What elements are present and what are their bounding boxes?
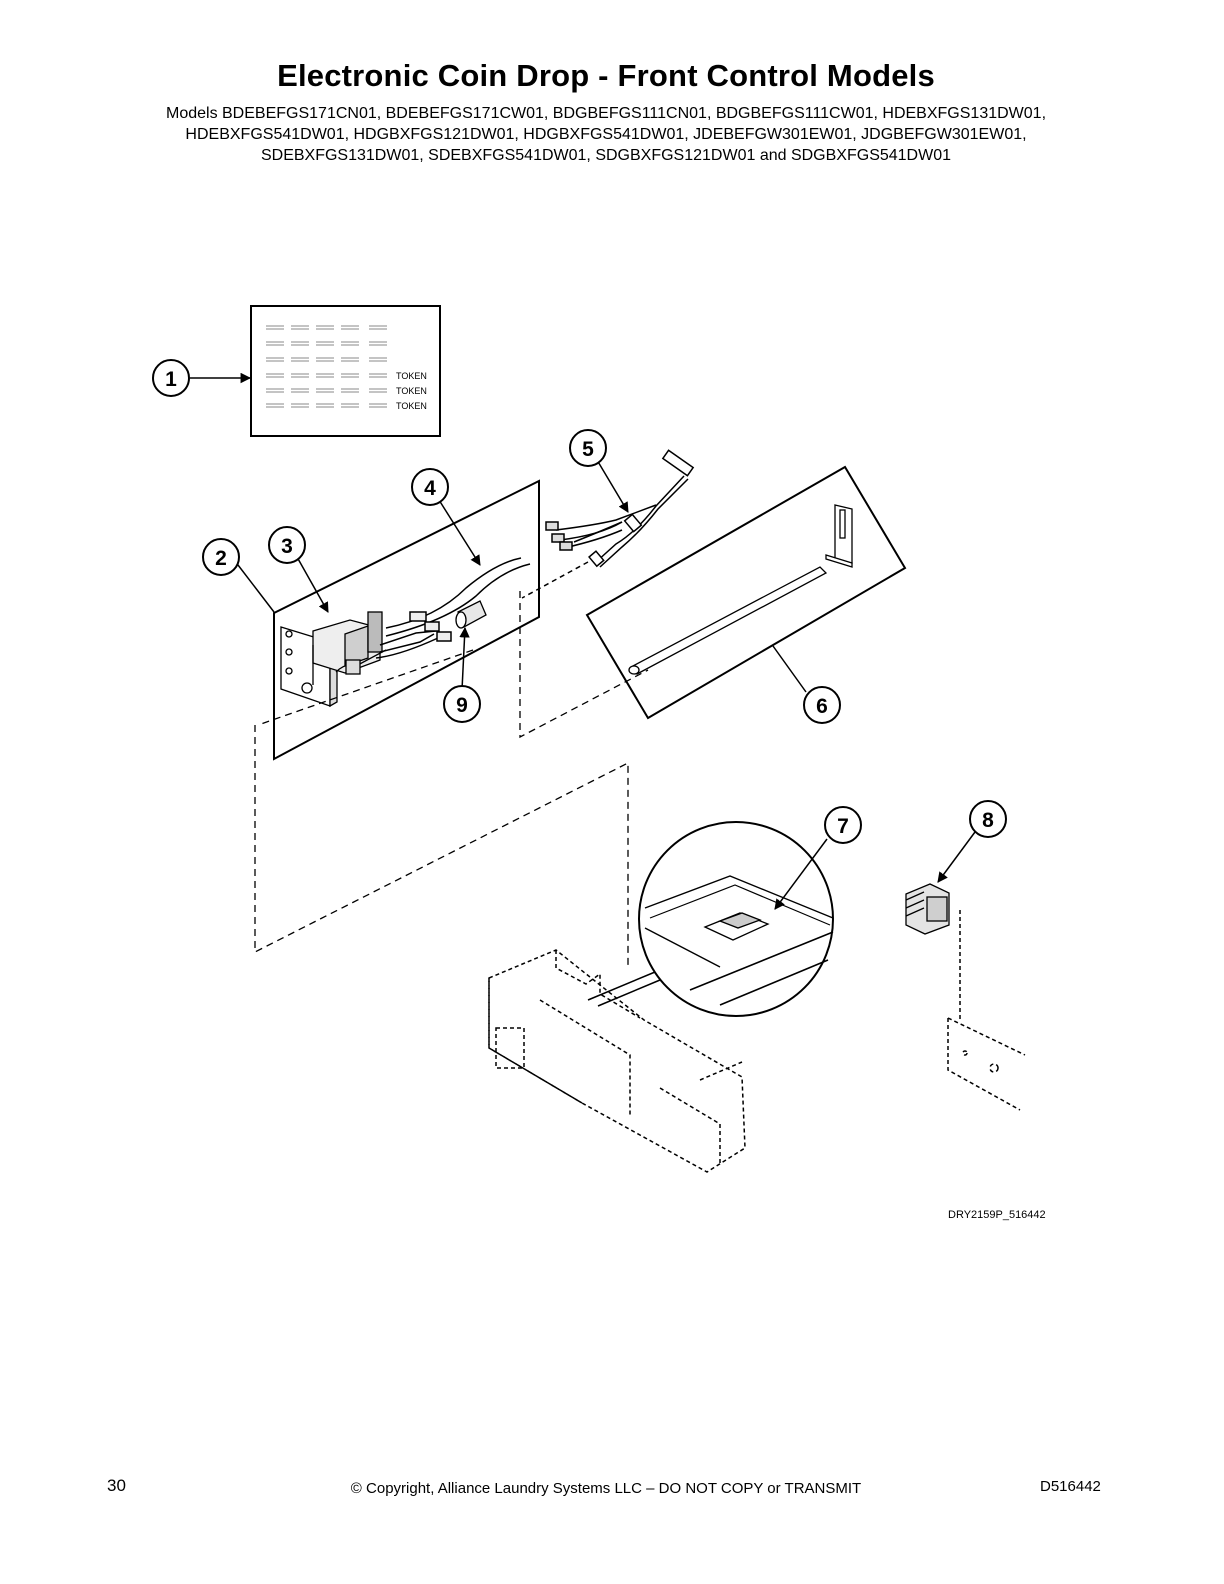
callout-number: 4 [424, 477, 436, 500]
ferrite-bead [455, 600, 487, 629]
callout-6: 6 [803, 686, 841, 724]
callout-4: 4 [411, 468, 449, 506]
callout-3: 3 [268, 526, 306, 564]
transformer-module [905, 883, 950, 935]
callout-number: 5 [582, 438, 594, 461]
wire-harness-long [521, 449, 695, 599]
control-console-housing [488, 949, 746, 1173]
document-number: D516442 [1040, 1478, 1101, 1495]
callout-number: 7 [837, 815, 849, 838]
model-list-line: SDEBXFGS131DW01, SDEBXFGS541DW01, SDGBXF… [260, 147, 952, 164]
callout-number: 8 [982, 809, 994, 832]
callout-number: 1 [165, 368, 177, 391]
callout-number: 9 [456, 694, 468, 717]
mounting-bracket-kit [585, 465, 907, 720]
model-list-line: Models BDEBEFGS171CN01, BDEBEFGS171CW01,… [165, 105, 1047, 122]
page-number: 30 [107, 1476, 126, 1495]
token-text: TOKEN [396, 401, 427, 411]
page-title: Electronic Coin Drop - Front Control Mod… [277, 58, 935, 93]
callout-number: 2 [215, 547, 227, 570]
callout-2: 2 [202, 538, 240, 576]
callout-1: 1 [152, 359, 190, 397]
callout-number: 3 [281, 535, 293, 558]
coin-drop-kit-panel [273, 479, 540, 761]
model-list: Models BDEBEFGS171CN01, BDEBEFGS171CW01,… [0, 103, 1212, 166]
wire-harness-short [375, 557, 531, 659]
switch-clip [703, 912, 770, 941]
callout-8: 8 [969, 800, 1007, 838]
token-label-decal: TOKEN TOKEN TOKEN [250, 305, 441, 437]
token-text: TOKEN [396, 386, 427, 396]
side-bracket [947, 910, 1026, 1111]
mounting-rod [628, 504, 853, 675]
callout-5: 5 [569, 429, 607, 467]
callout-number: 6 [816, 695, 828, 718]
copyright-notice: © Copyright, Alliance Laundry Systems LL… [350, 1480, 862, 1497]
coin-drop-assembly [280, 611, 387, 708]
figure-reference: DRY2159P_516442 [948, 1209, 1046, 1221]
callout-7: 7 [824, 806, 862, 844]
assembly-guide-lines [254, 591, 649, 965]
token-text: TOKEN [396, 371, 427, 381]
model-list-line: HDEBXFGS541DW01, HDGBXFGS121DW01, HDGBXF… [185, 126, 1027, 143]
callout-9: 9 [443, 685, 481, 723]
detail-magnifier [587, 821, 834, 1017]
callout-leaders [190, 372, 976, 910]
